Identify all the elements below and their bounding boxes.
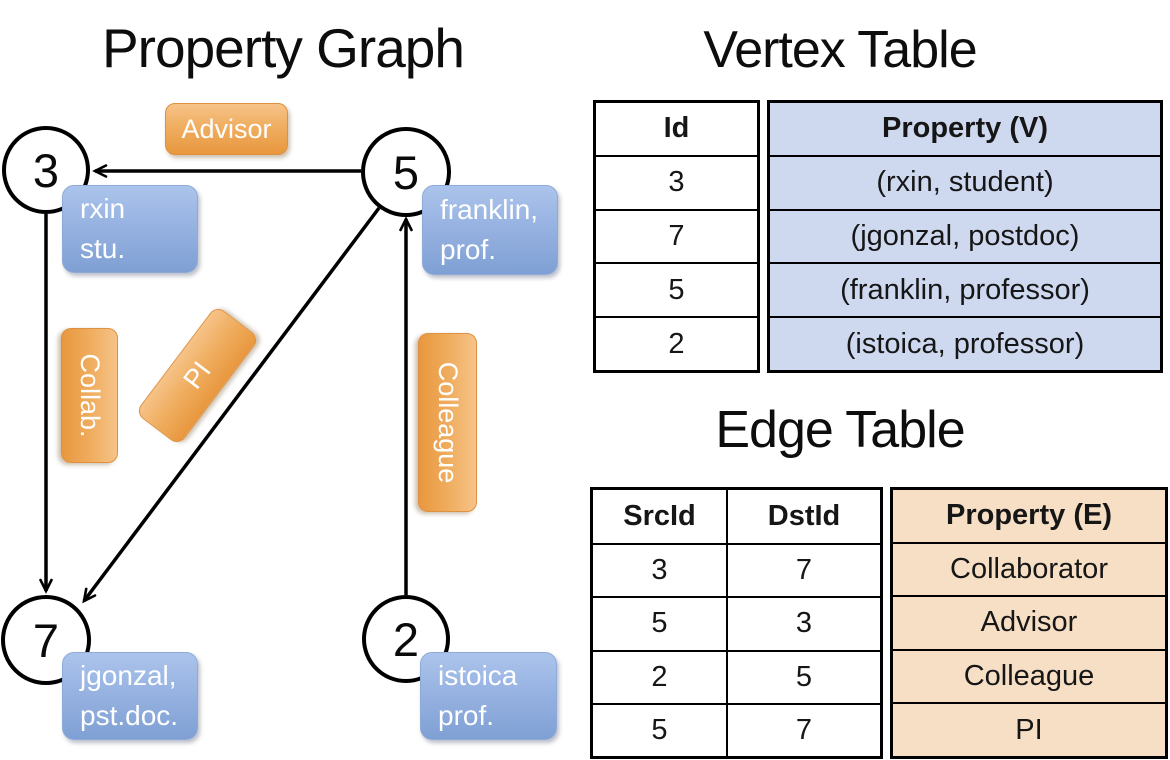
vertex-table-property-column: Property (V) (rxin, student) (jgonzal, p…	[767, 100, 1163, 373]
table-cell: 3	[596, 154, 757, 209]
property-line: rxin	[80, 193, 126, 224]
property-line: jgonzal,	[80, 660, 177, 691]
vertex-property-box-3: rxin stu.	[62, 185, 198, 273]
table-cell: 5	[593, 702, 726, 756]
edge-table-id-columns: SrcId DstId 3 7 5 3 2 5 5 7	[590, 487, 883, 759]
vertex-property-box-2: istoica prof.	[420, 652, 557, 740]
table-cell: (rxin, student)	[770, 154, 1160, 209]
table-cell: Advisor	[893, 595, 1165, 649]
vertex-table-id-column: Id 3 7 5 2	[593, 100, 760, 373]
edge-label-collab: Collab.	[61, 328, 118, 463]
vertex-table-header-property: Property (V)	[882, 112, 1048, 145]
edge-arrow-5-to-7-pi	[82, 206, 381, 604]
table-cell: 3	[593, 543, 726, 596]
table-cell: (istoica, professor)	[770, 316, 1160, 370]
table-cell: 7	[596, 208, 757, 263]
table-cell: 3	[726, 596, 880, 650]
property-line: franklin,	[440, 194, 539, 225]
table-cell: 7	[726, 702, 880, 756]
property-line: pst.doc.	[80, 700, 179, 731]
table-cell: 5	[726, 649, 880, 703]
table-cell: 2	[596, 316, 757, 370]
table-cell: Collaborator	[893, 541, 1165, 596]
vertex-id-label: 3	[32, 143, 60, 197]
property-line: istoica	[438, 660, 518, 691]
vertex-id-label: 2	[392, 612, 420, 666]
property-line: prof.	[438, 700, 495, 731]
property-line: prof.	[440, 234, 497, 265]
vertex-id-label: 7	[32, 613, 60, 667]
edge-label-advisor: Advisor	[165, 103, 288, 155]
vertex-table-title: Vertex Table	[703, 21, 977, 79]
table-cell: 5	[596, 262, 757, 316]
table-cell: PI	[893, 702, 1165, 756]
table-cell: 2	[593, 649, 726, 703]
vertex-circle-2: 2	[362, 595, 450, 683]
table-cell: 7	[726, 543, 880, 597]
graph-edges-layer	[39, 164, 413, 604]
vertex-id-label: 5	[392, 145, 420, 199]
edge-table-header-property: Property (E)	[946, 499, 1112, 532]
table-cell: (franklin, professor)	[770, 262, 1160, 316]
vertex-property-box-7: jgonzal, pst.doc.	[62, 652, 198, 740]
property-graph-title: Property Graph	[101, 17, 465, 79]
edge-table-header-srcid: SrcId	[623, 500, 696, 533]
property-line: stu.	[80, 233, 126, 264]
edge-table-title: Edge Table	[715, 401, 965, 459]
table-cell: 5	[593, 596, 726, 649]
vertex-table-header-id: Id	[663, 112, 690, 145]
edge-label-colleague: Colleague	[418, 333, 477, 512]
table-cell: Colleague	[893, 648, 1165, 703]
vertex-property-box-5: franklin, prof.	[422, 185, 558, 275]
edge-table-property-column: Property (E) Collaborator Advisor Collea…	[890, 487, 1168, 759]
edge-table-header-dstid: DstId	[726, 490, 880, 544]
table-cell: (jgonzal, postdoc)	[770, 208, 1160, 263]
